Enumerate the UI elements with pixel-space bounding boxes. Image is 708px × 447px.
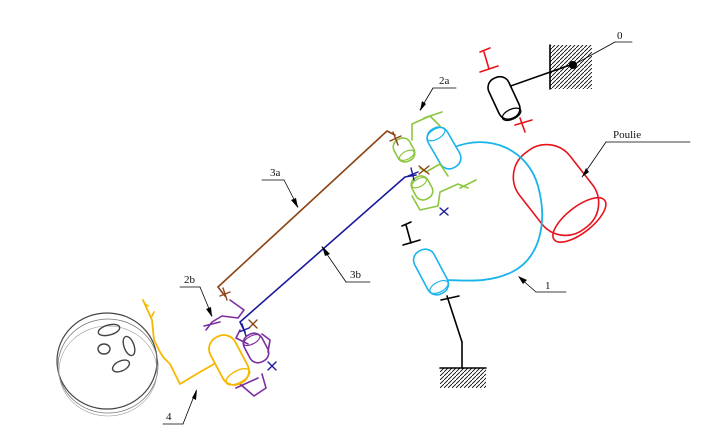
label-part-1: 1 — [545, 280, 551, 292]
label-part-2a: 2a — [439, 75, 450, 87]
pulley: Poulie — [512, 129, 691, 243]
cylinder-top-black — [479, 47, 533, 133]
part-3b: 3b — [238, 167, 449, 371]
ground-0-pivot — [569, 61, 577, 69]
ground-0-bottom — [401, 221, 487, 388]
finger-hole-2 — [122, 335, 136, 357]
thumb-hole — [97, 343, 111, 355]
label-part-3b: 3b — [350, 269, 362, 281]
finger-hole-1 — [97, 323, 121, 337]
label-part-4: 4 — [166, 411, 172, 423]
label-part-2b: 2b — [184, 274, 196, 286]
part-1: 1 — [412, 126, 567, 296]
part-3a: 3a — [217, 130, 430, 329]
label-part-3a: 3a — [270, 167, 281, 179]
finger-hole-3 — [111, 359, 131, 373]
sphere — [56, 312, 159, 417]
part-2a: 2a — [392, 75, 477, 211]
label-pulley: Poulie — [613, 129, 641, 141]
ground-0-top: 0 — [504, 30, 633, 90]
label-ground-0: 0 — [617, 30, 623, 42]
part-4: 4 — [142, 299, 251, 425]
